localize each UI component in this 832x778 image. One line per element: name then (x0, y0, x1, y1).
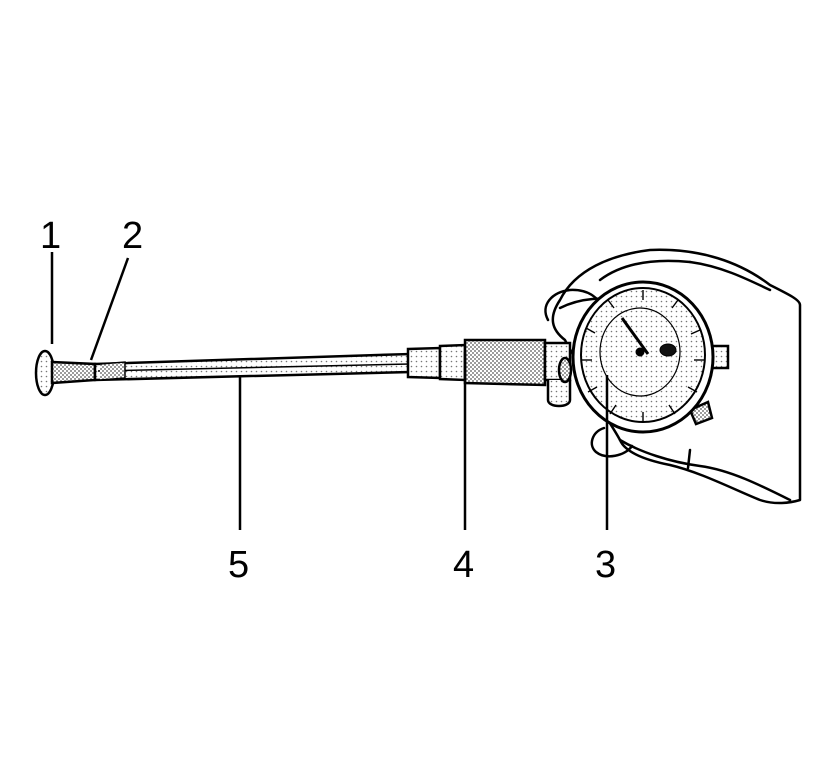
callout-1: 1 (40, 215, 61, 257)
handle-collar (406, 338, 730, 426)
callout-5: 5 (228, 544, 249, 586)
extension-rod (93, 352, 412, 382)
leader-line-2 (89, 257, 130, 361)
probe-anvil (34, 349, 97, 397)
callout-3: 3 (595, 544, 616, 586)
callout-4: 4 (453, 544, 474, 586)
callout-2: 2 (122, 215, 143, 257)
leader-lines (50, 252, 609, 530)
dial-indicator (571, 280, 715, 434)
